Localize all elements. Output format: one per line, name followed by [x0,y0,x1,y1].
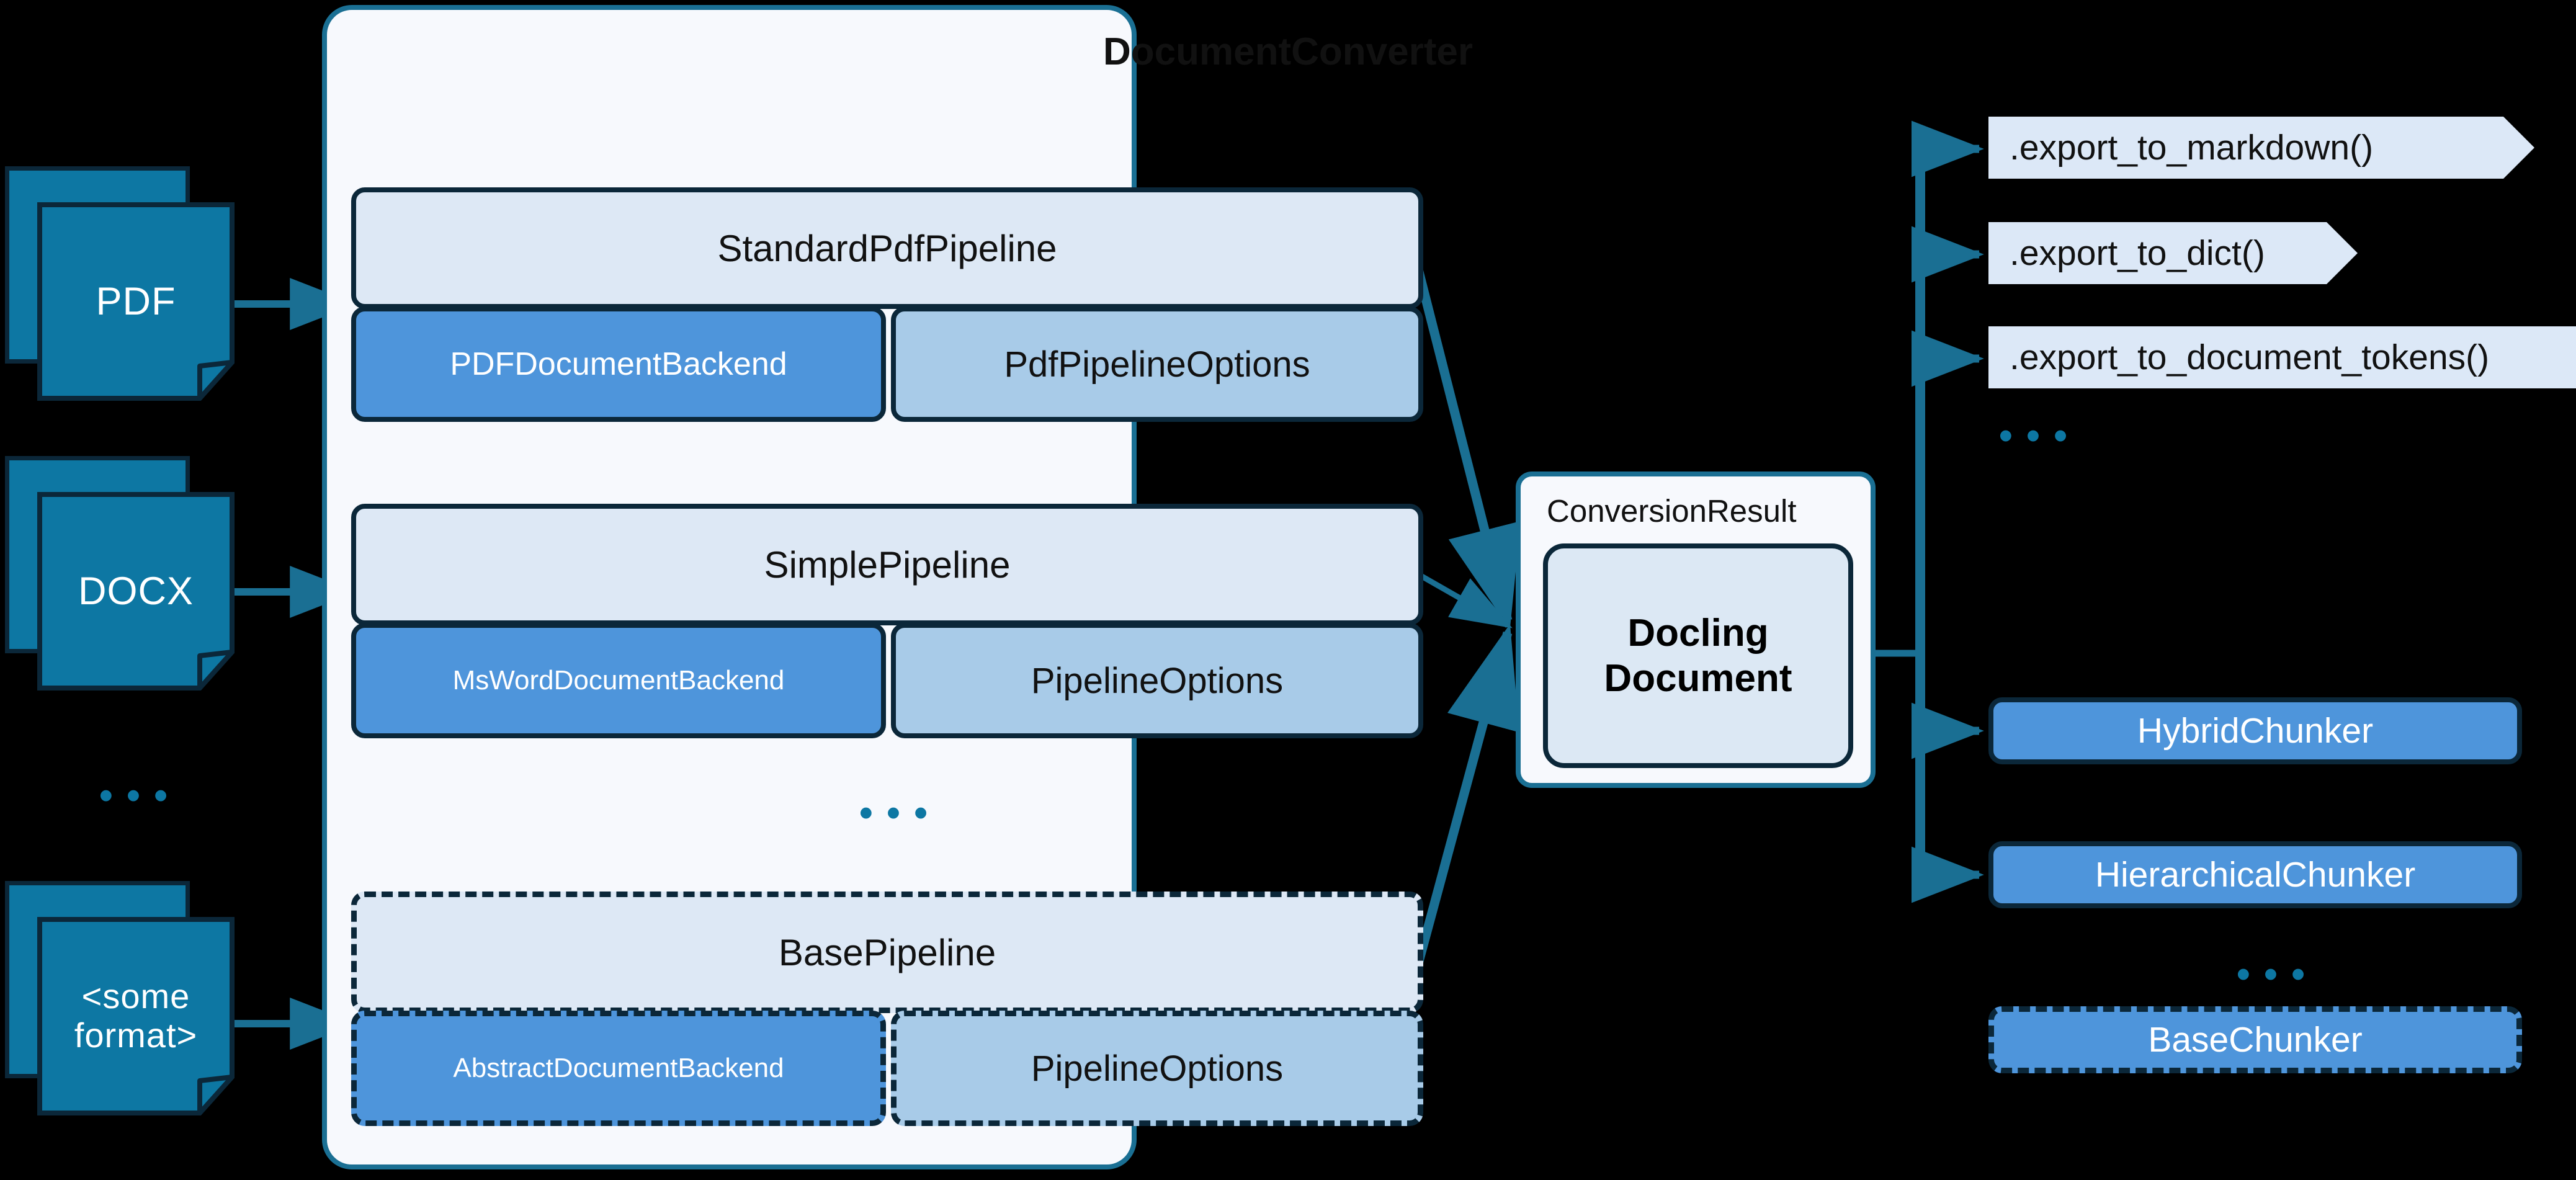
pipeline-header-base[interactable]: BasePipeline [351,892,1423,1013]
pipeline-header-simple[interactable]: SimplePipeline [351,504,1423,625]
pipeline-header-standardpdf[interactable]: StandardPdfPipeline [351,187,1423,309]
arrow-basepipeline-to-result [1407,624,1519,988]
chunker-box-base[interactable]: BaseChunker [1988,1006,2522,1073]
pipeline-group-base[interactable]: BasePipeline AbstractDocumentBackend Pip… [351,892,1423,1126]
docling-document-line2: Document [1604,657,1792,700]
export-to-markdown-button[interactable]: .export_to_markdown() [1988,117,2534,179]
export-to-document-tokens-button[interactable]: .export_to_document_tokens() [1988,326,2576,388]
arrow-standardpdfpipeline-to-result [1407,244,1521,630]
docx-label: DOCX [37,492,235,691]
input-document-some-format[interactable]: <some format> [5,881,235,1115]
options-box-pipelineoptions-simple[interactable]: PipelineOptions [891,623,1423,738]
options-box-pipelineoptions-base[interactable]: PipelineOptions [891,1011,1423,1126]
exports-ellipsis: • • • [1999,414,2070,457]
someformat-label-line1: <some [81,977,190,1016]
chunkers-ellipsis: • • • [2237,953,2308,996]
pdf-label-text: PDF [96,279,176,323]
docling-document-box[interactable]: Docling Document [1543,543,1853,768]
converter-ellipsis: • • • [859,792,931,834]
input-document-pdf[interactable]: PDF [5,166,235,401]
someformat-label-line2: format> [74,1016,198,1055]
pdf-label: PDF [37,202,235,401]
pipeline-row-simple: MsWordDocumentBackend PipelineOptions [351,623,1423,738]
chunker-box-hybrid[interactable]: HybridChunker [1988,697,2522,764]
conversion-result-label: ConversionResult [1547,493,1797,529]
conversion-result-container: ConversionResult Docling Document [1516,472,1876,788]
docx-label-text: DOCX [78,569,194,613]
chunker-box-hierarchical[interactable]: HierarchicalChunker [1988,841,2522,908]
pdf-sheet-front [37,202,235,401]
options-box-pdfpipelineoptions[interactable]: PdfPipelineOptions [891,306,1423,422]
pipeline-group-simple[interactable]: SimplePipeline MsWordDocumentBackend Pip… [351,504,1423,738]
backend-box-abstractdocumentbackend[interactable]: AbstractDocumentBackend [351,1011,886,1126]
backend-box-mswordbackend[interactable]: MsWordDocumentBackend [351,623,886,738]
input-document-docx[interactable]: DOCX [5,456,235,691]
backend-box-pdfdocumentbackend[interactable]: PDFDocumentBackend [351,306,886,422]
docling-document-line1: Docling [1627,611,1769,655]
pipeline-row-standardpdf: PDFDocumentBackend PdfPipelineOptions [351,306,1423,422]
inputs-ellipsis: • • • [99,774,171,817]
page-title: DocumentConverter [1103,30,1473,73]
pipeline-group-standardpdf[interactable]: StandardPdfPipeline PDFDocumentBackend P… [351,187,1423,422]
someformat-label: <some format> [37,917,235,1115]
pipeline-row-base: AbstractDocumentBackend PipelineOptions [351,1011,1423,1126]
docx-sheet-front [37,492,235,691]
someformat-sheet-front [37,917,235,1115]
arrow-doclingdocument-trunk [1871,120,1984,903]
export-to-dict-button[interactable]: .export_to_dict() [1988,222,2358,284]
arrow-simplepipeline-to-result [1410,568,1513,628]
